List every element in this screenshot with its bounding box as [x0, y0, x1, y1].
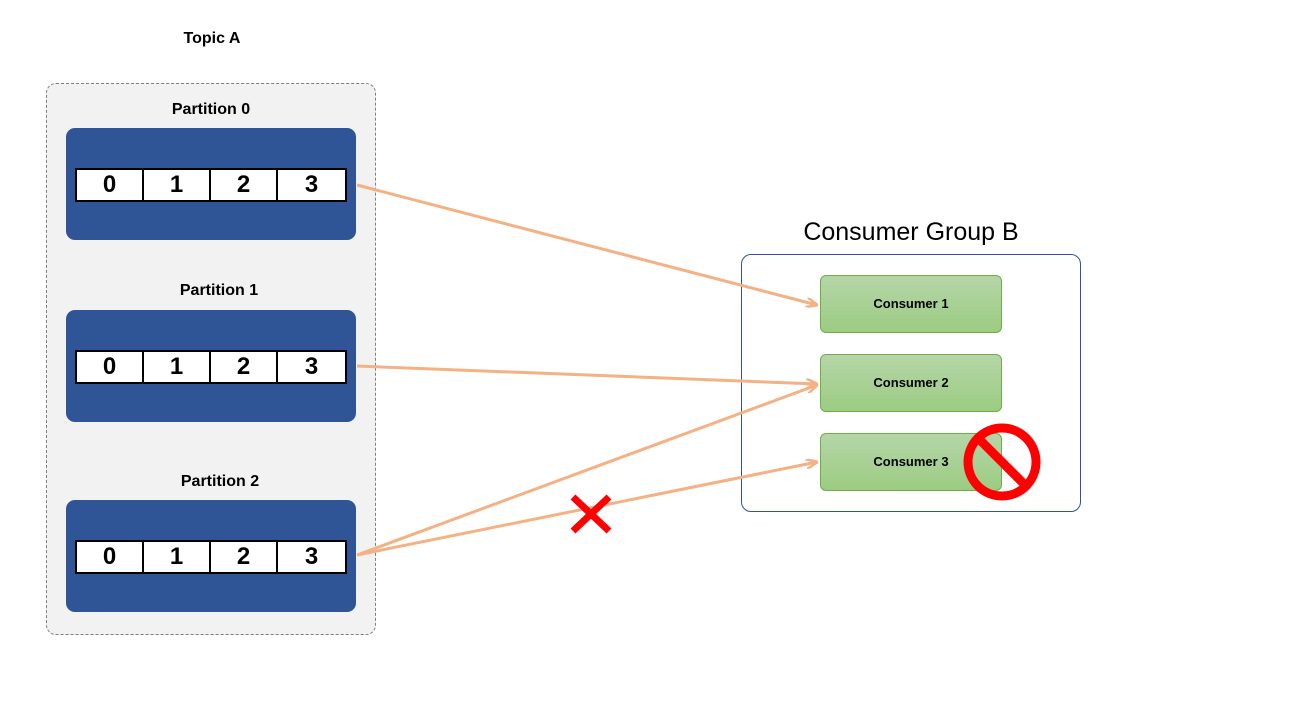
partition-0: 0 1 2 3 [66, 128, 356, 240]
arrow-partition-0-to-consumer-1 [356, 183, 817, 305]
offset-cell: 0 [77, 542, 144, 572]
offset-cell: 1 [144, 170, 211, 200]
offset-cell: 2 [211, 352, 278, 382]
offset-cell: 0 [77, 352, 144, 382]
partition-2: 0 1 2 3 [66, 500, 356, 612]
offset-cell: 1 [144, 542, 211, 572]
consumer-1: Consumer 1 [820, 275, 1002, 333]
offset-cell: 1 [144, 352, 211, 382]
offset-cell: 3 [304, 543, 319, 570]
partition-0-offsets: 0 1 2 3 [75, 168, 347, 202]
x-mark-icon [570, 494, 612, 534]
prohibited-icon [963, 423, 1041, 501]
offset-cell: 2 [211, 170, 278, 200]
offset-cell: 3 [304, 171, 319, 198]
partition-2-label: Partition 2 [180, 473, 260, 490]
partition-2-offsets: 0 1 2 3 [75, 540, 347, 574]
topic-title: Topic A [183, 30, 241, 47]
offset-cell: 2 [211, 542, 278, 572]
partition-1-offsets: 0 1 2 3 [75, 350, 347, 384]
arrow-partition-2-to-consumer-2 [356, 385, 817, 557]
consumer-group-title: Consumer Group B [803, 218, 1019, 246]
arrow-partition-1-to-consumer-2 [356, 364, 817, 384]
offset-cell: 0 [77, 170, 144, 200]
offset-cell: 3 [304, 353, 319, 380]
partition-0-label: Partition 0 [171, 101, 251, 118]
partition-1-label: Partition 1 [179, 282, 259, 299]
partition-1: 0 1 2 3 [66, 310, 356, 422]
consumer-2: Consumer 2 [820, 354, 1002, 412]
